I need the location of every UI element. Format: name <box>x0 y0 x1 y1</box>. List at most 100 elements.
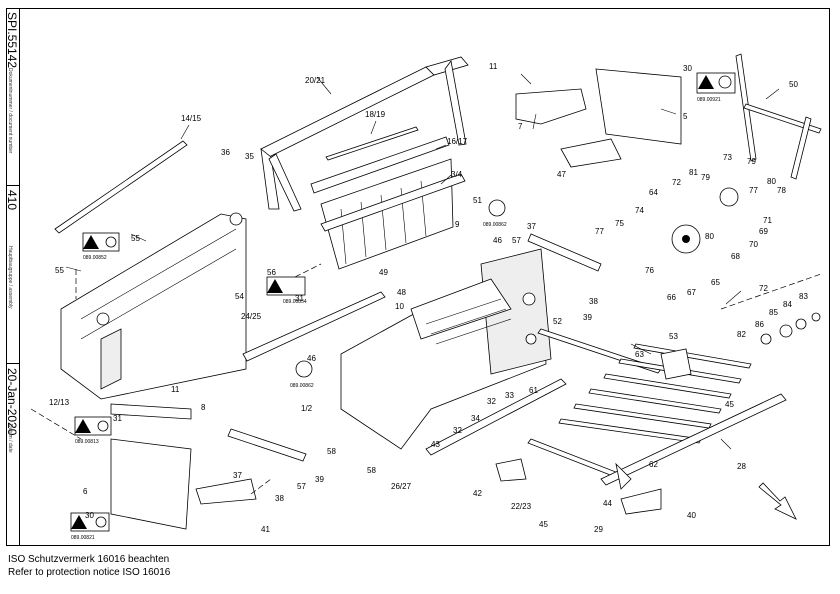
part-label: 28 <box>737 462 746 471</box>
rail-26-27 <box>425 378 567 456</box>
tine-array <box>527 328 752 479</box>
part-label: 9 <box>455 220 460 229</box>
part-label: 70 <box>749 240 758 249</box>
part-label: 35 <box>245 152 254 161</box>
part-label: 71 <box>763 216 772 225</box>
drawing-frame <box>6 8 830 546</box>
part-label: 57 <box>297 482 306 491</box>
sprocket-hub <box>682 235 690 243</box>
bracket-7 <box>515 88 587 125</box>
rod-14-15 <box>54 140 188 234</box>
shield-6 <box>110 438 192 530</box>
part-40 <box>620 488 662 515</box>
part-label: 77 <box>595 227 604 236</box>
part-label: 46 <box>307 354 316 363</box>
part-label: 22/23 <box>511 502 532 511</box>
part-label: 57 <box>512 236 521 245</box>
part-label: 48 <box>397 288 406 297</box>
rod-18-19 <box>325 126 419 161</box>
sticker-code-4: 089.00854 <box>283 299 307 305</box>
part-label: 72 <box>672 178 681 187</box>
part-label: 85 <box>769 308 778 317</box>
part-label: 65 <box>711 278 720 287</box>
part-label: 32 <box>487 397 496 406</box>
part-label: 58 <box>367 466 376 475</box>
direction-arrow <box>758 482 797 520</box>
part-label: 30 <box>683 64 692 73</box>
bearing-group <box>760 312 821 345</box>
part-label: 37 <box>233 471 242 480</box>
part-label: 80 <box>705 232 714 241</box>
part-42 <box>495 458 527 482</box>
part-label: 26/27 <box>391 482 412 491</box>
part-label: 86 <box>755 320 764 329</box>
part-label: 41 <box>261 525 270 534</box>
part-label: 49 <box>379 268 388 277</box>
part-label: 45 <box>725 400 734 409</box>
part-label: 45 <box>539 520 548 529</box>
cover-5 <box>595 68 682 145</box>
part-label: 76 <box>645 266 654 275</box>
part-label: 16/17 <box>447 137 468 146</box>
part-label: 18/19 <box>365 110 386 119</box>
part-label: 36 <box>221 148 230 157</box>
shaft-28 <box>600 393 787 486</box>
part-label: 1/2 <box>301 404 313 413</box>
part-label: 63 <box>635 350 644 359</box>
sticker-code-5: 089.00862 <box>290 383 314 389</box>
date-section: 20-Jan-2020 Datum / date <box>5 364 20 546</box>
center-chassis <box>340 248 552 450</box>
part-label: 62 <box>649 460 658 469</box>
part-label: 56 <box>267 268 276 277</box>
part-label: 79 <box>701 173 710 182</box>
part-label: 8 <box>201 403 206 412</box>
part-labels: 11 7 30 5 50 20/21 14/15 18/19 16/17 3/4… <box>49 62 808 534</box>
part-label: 14/15 <box>181 114 202 123</box>
part-label: 47 <box>557 170 566 179</box>
footer-line-german: ISO Schutzvermerk 16016 beachten <box>8 554 170 565</box>
part-label: 66 <box>667 293 676 302</box>
doc-number-section: SPI.55142 Dokumentnummer / document numb… <box>5 8 20 186</box>
part-label: 74 <box>635 206 644 215</box>
date-label: Datum / date <box>7 424 13 453</box>
part-44 <box>615 462 632 490</box>
footer-line-english: Refer to protection notice ISO 16016 <box>8 567 171 578</box>
part-label: 61 <box>529 386 538 395</box>
assembly-number: 410 <box>5 190 19 211</box>
part-label: 5 <box>683 112 688 121</box>
sticker-code-1: 089.00921 <box>697 97 721 103</box>
part-label: 37 <box>527 222 536 231</box>
part-label: 75 <box>615 219 624 228</box>
warning-sticker-3: 089.00862 <box>483 199 507 228</box>
part-label: 24/25 <box>241 312 262 321</box>
top-frame <box>260 56 469 212</box>
bracket-8 <box>110 403 192 420</box>
part-label: 81 <box>689 168 698 177</box>
part-53 <box>660 348 692 380</box>
sticker-code-6: 089.00813 <box>75 439 99 445</box>
part-label: 53 <box>669 332 678 341</box>
warning-sticker-6: 089.00813 <box>74 416 112 445</box>
rod-24-25 <box>242 291 386 362</box>
part-label: 43 <box>431 440 440 449</box>
part-label: 38 <box>589 297 598 306</box>
left-side-frame <box>60 212 247 400</box>
part-label: 32 <box>453 426 462 435</box>
part-label: 52 <box>553 317 562 326</box>
part-label: 67 <box>687 288 696 297</box>
sticker-code-2: 089.00852 <box>83 255 107 261</box>
part-label: 12/13 <box>49 398 70 407</box>
warning-sticker-7: 089.00821 <box>70 512 110 541</box>
assembly-label: Hauptbaugruppe / assembly <box>7 246 13 309</box>
part-label: 6 <box>83 487 88 496</box>
part-label: 84 <box>783 300 792 309</box>
part-label: 46 <box>493 236 502 245</box>
part-label: 30 <box>85 511 94 520</box>
part-label: 73 <box>723 153 732 162</box>
part-label: 83 <box>799 292 808 301</box>
warning-sticker-4: 089.00854 <box>266 276 307 305</box>
warning-sticker-1: 089.00921 <box>696 72 736 103</box>
part-label: 11 <box>171 385 180 394</box>
part-label: 55 <box>55 266 64 275</box>
doc-number-label: Dokumentnummer / document number <box>7 68 13 154</box>
